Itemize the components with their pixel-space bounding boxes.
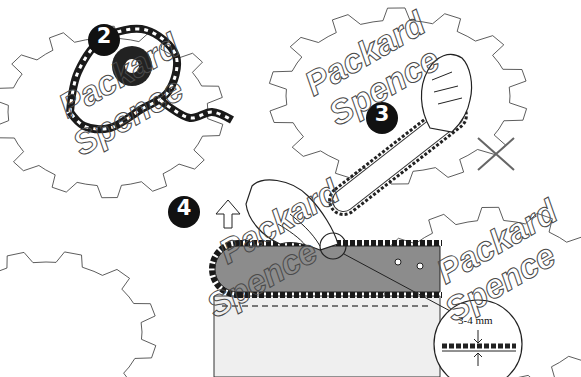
sag-arrows [474,330,482,366]
dimension-label: 3-4 mm [458,314,493,326]
rivet [417,263,423,269]
sprocket-outlines [0,8,581,377]
bar-edge [442,351,516,352]
callout-number: 4 [168,196,200,228]
callout-number: 2 [88,24,120,56]
callout-number: 2 [88,24,120,56]
wrong-mark [478,138,514,170]
callout-circle [168,196,200,228]
callout-number: 4 [168,196,200,228]
rivet [395,259,401,265]
chain-detail [442,344,516,349]
callout-circle [88,24,120,56]
detail-marker [320,233,346,259]
sprocket-outline [0,252,156,377]
